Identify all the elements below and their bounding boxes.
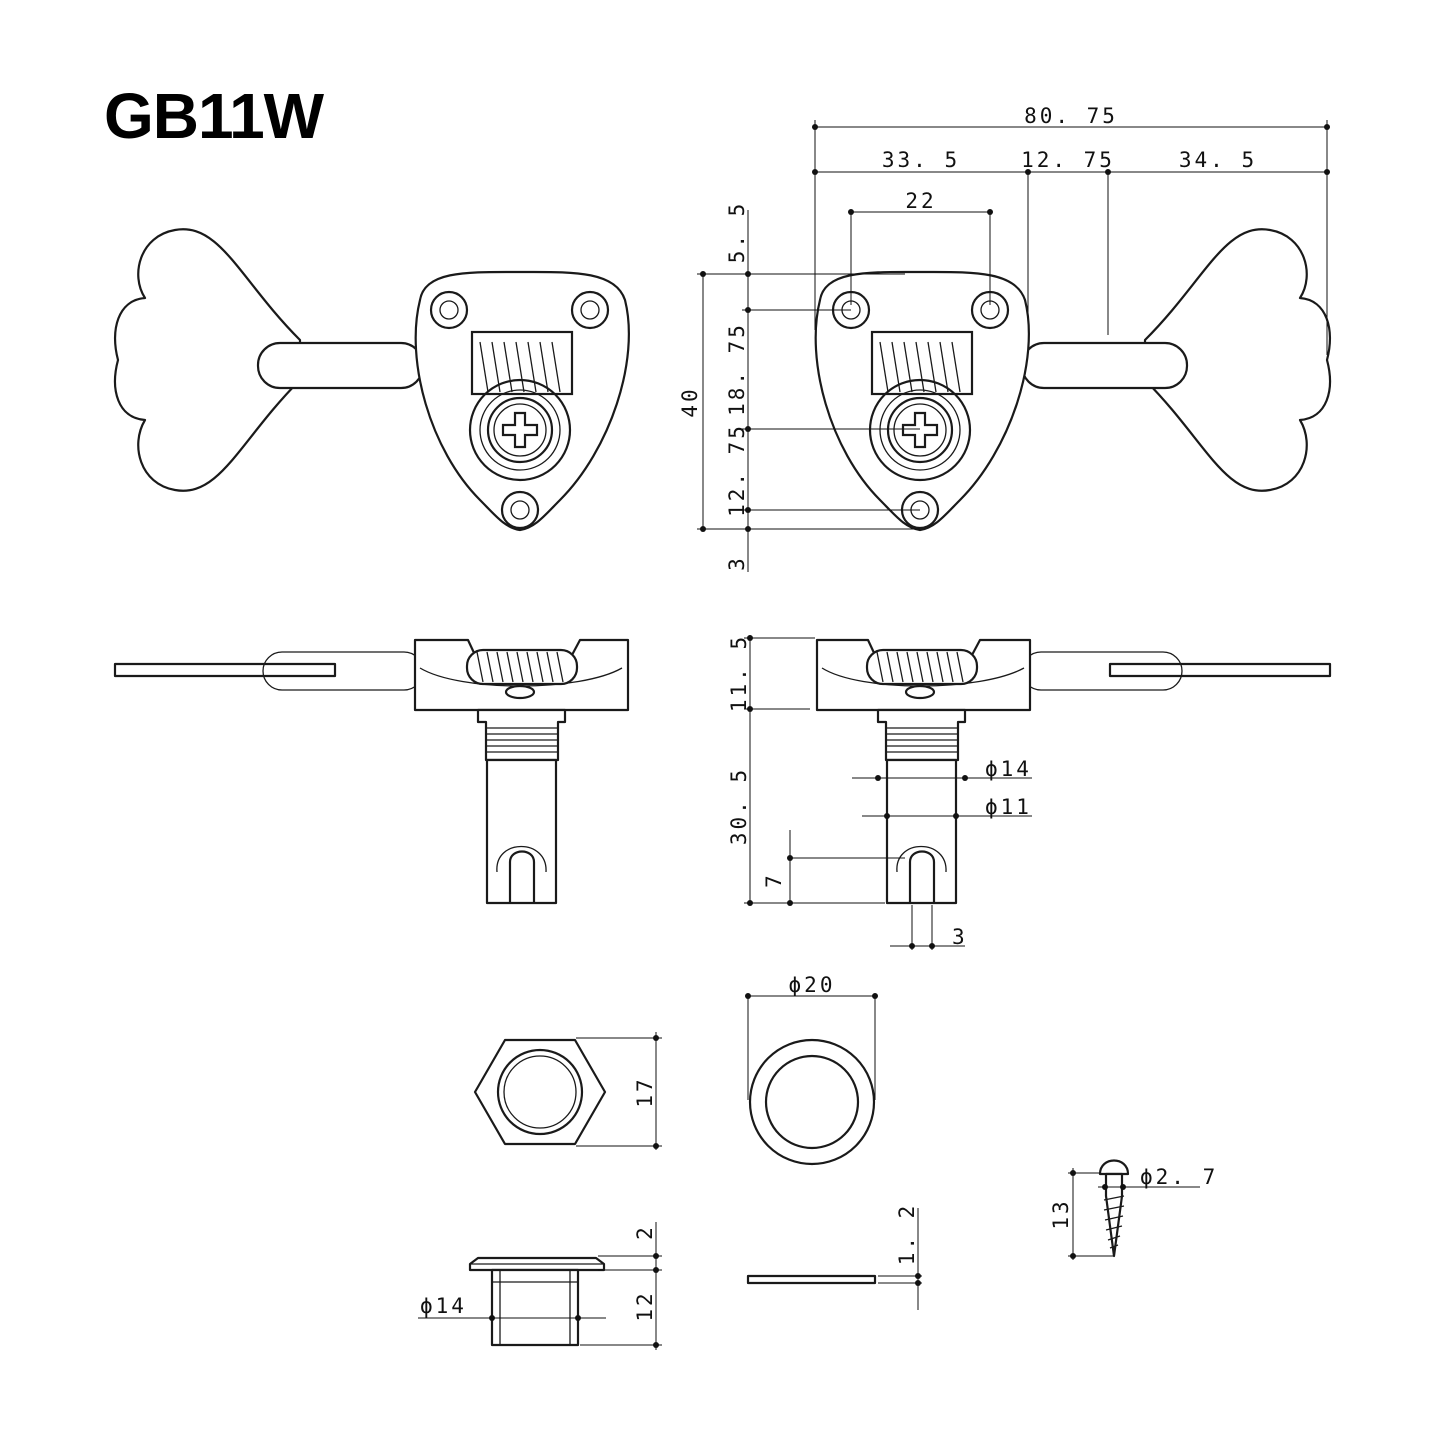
dimension-lines xyxy=(745,993,878,1100)
dim-bottom-margin: 3 xyxy=(725,555,749,571)
washer xyxy=(745,993,878,1166)
key-wing xyxy=(114,228,425,492)
front-view-left xyxy=(114,228,630,532)
dim-hole-spacing: 22 xyxy=(905,189,936,213)
dim-bushing-diameter: ϕ14 xyxy=(985,757,1032,781)
dim-nut-height: 17 xyxy=(633,1076,657,1107)
tuner-housing xyxy=(814,270,1030,532)
key-wing xyxy=(1020,228,1331,492)
dim-slot-width: 3 xyxy=(952,925,968,949)
dim-body-to-post: 12. 75 xyxy=(1021,148,1115,172)
dim-overall-height: 40 xyxy=(678,386,702,417)
dimension-lines xyxy=(697,120,1330,572)
dim-top-margin: 5. 5 xyxy=(725,201,749,264)
dim-key-length: 34. 5 xyxy=(1179,148,1257,172)
dimension-lines xyxy=(418,1222,662,1350)
dimension-lines xyxy=(576,1032,662,1150)
tuner-housing xyxy=(414,270,630,532)
dim-bushing-length: 12 xyxy=(633,1290,657,1321)
dimension-lines xyxy=(878,1208,922,1310)
product-title: GB11W xyxy=(104,80,324,152)
side-view-right xyxy=(744,635,1332,950)
dim-post-diameter: ϕ11 xyxy=(985,795,1032,819)
dim-screw-diameter: ϕ2. 7 xyxy=(1140,1165,1218,1189)
dimension-lines xyxy=(1068,1168,1200,1260)
washer-side xyxy=(746,1208,922,1310)
dim-housing-height: 11. 5 xyxy=(727,634,751,712)
dim-post-length: 30. 5 xyxy=(727,767,751,845)
dim-total-width: 80. 75 xyxy=(1024,104,1118,128)
screw xyxy=(1068,1159,1200,1260)
dim-upper-height: 18. 75 xyxy=(725,322,749,416)
dim-screw-length: 13 xyxy=(1049,1198,1073,1229)
dim-washer-diameter: ϕ20 xyxy=(789,973,836,997)
dim-key-offset: 33. 5 xyxy=(882,148,960,172)
dim-slot-depth: 7 xyxy=(762,872,786,888)
side-view-left xyxy=(113,638,630,905)
dim-bushing-flange: 2 xyxy=(633,1224,657,1240)
front-view-right xyxy=(697,120,1331,572)
dim-lower-height: 12. 75 xyxy=(725,423,749,517)
bushing xyxy=(418,1222,662,1350)
hex-nut xyxy=(473,1032,662,1150)
dim-bushing-diameter-side: ϕ14 xyxy=(420,1294,467,1318)
dimension-lines xyxy=(744,635,1032,950)
dim-washer-thickness: 1. 2 xyxy=(895,1203,919,1266)
